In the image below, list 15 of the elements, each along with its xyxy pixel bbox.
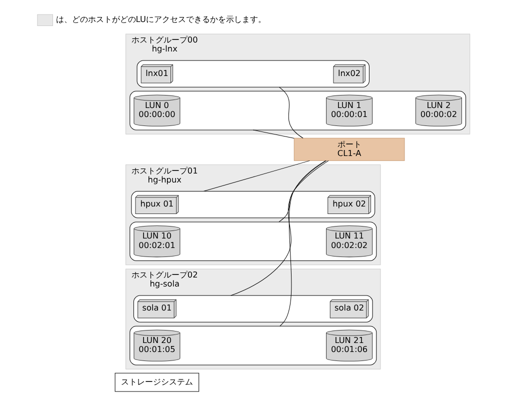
cluster	[133, 295, 373, 322]
connector	[278, 86, 304, 138]
cluster	[136, 60, 370, 88]
node-box: ストレージシステム	[114, 372, 200, 392]
connector	[203, 160, 310, 192]
node-box: ポート CL1-A	[294, 138, 405, 161]
cluster	[130, 222, 377, 262]
connector	[252, 130, 294, 139]
connector	[230, 160, 327, 296]
connector	[280, 160, 326, 326]
legend-label: は、どのホストがどのLUにアクセスできるかを示します。	[56, 14, 266, 24]
cluster	[130, 90, 466, 130]
cluster	[131, 191, 376, 218]
cluster	[130, 326, 377, 366]
connector	[278, 160, 329, 222]
